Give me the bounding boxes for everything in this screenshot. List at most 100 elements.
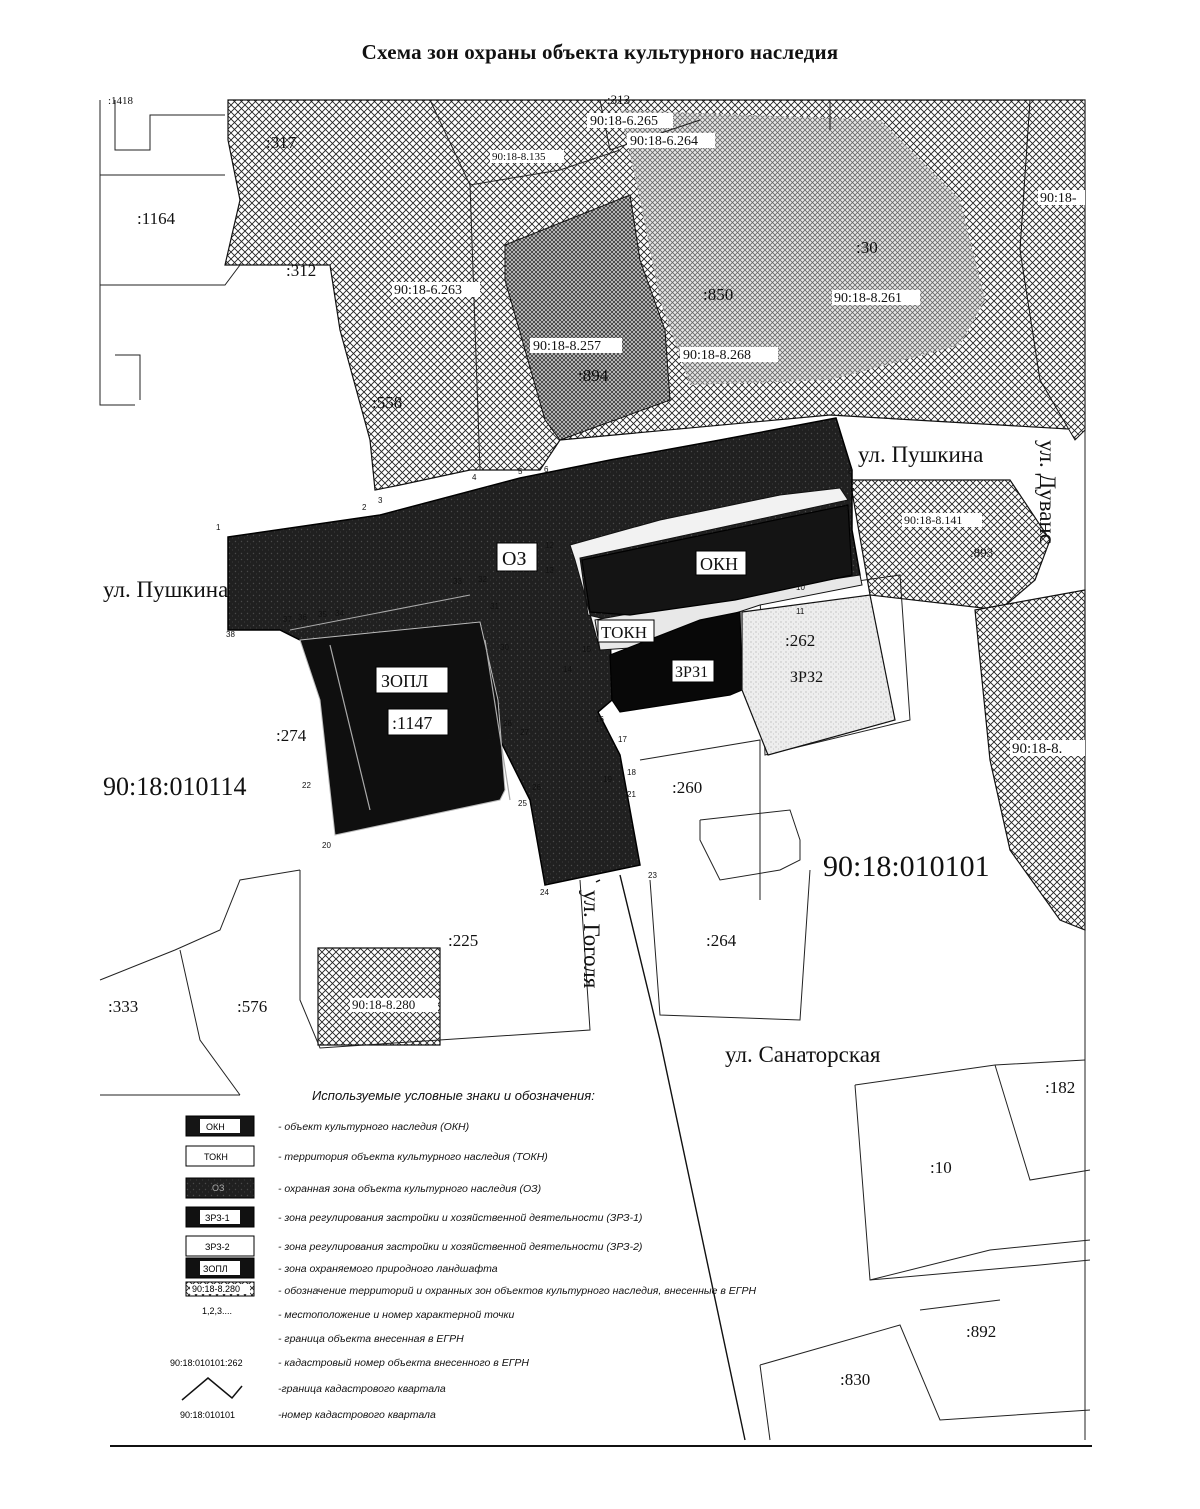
registry-8261: 90:18-8.261 <box>834 291 902 306</box>
zone-label-zrz1: ЗРЗ1 <box>675 664 708 681</box>
zone-label-okn: ОКН <box>700 554 738 574</box>
parcel-1164: :1164 <box>137 209 176 228</box>
point-label: 27 <box>520 728 529 737</box>
parcel-274: :274 <box>276 726 307 745</box>
quarter-east: 90:18:010101 <box>823 850 990 883</box>
parcel-850 <box>504 194 671 441</box>
registry-8141: 90:18-8.141 <box>904 513 962 527</box>
legend-swatch-quarter-number: 90:18:010101 <box>180 1410 235 1420</box>
street-pushkina-west: ул. Пушкина <box>103 577 228 602</box>
point-label: 7 <box>850 487 855 496</box>
svg-text:ЗОПЛ: ЗОПЛ <box>203 1264 228 1274</box>
point-label: 28 <box>503 719 512 728</box>
parcel-333: :333 <box>108 997 138 1016</box>
parcel-8280 <box>317 947 441 1046</box>
zone-label-oz: ОЗ <box>502 548 526 570</box>
parcel-317: :317 <box>266 133 297 152</box>
point-label: 36 <box>298 613 307 622</box>
legend-text-okn: - объект культурного наследия (ОКН) <box>278 1121 469 1133</box>
parcel-312: :312 <box>286 261 316 280</box>
point-label: 14 <box>563 665 572 674</box>
svg-text:ОЗ: ОЗ <box>212 1183 224 1193</box>
zone-zrz2 <box>741 594 896 756</box>
parcel-1418: :1418 <box>108 95 134 107</box>
point-label: 13 <box>545 566 554 575</box>
parcel-30: :30 <box>856 238 878 257</box>
point-label: 21 <box>627 790 636 799</box>
parcel-1147: :1147 <box>392 713 432 733</box>
point-label: 24 <box>540 888 549 897</box>
legend-text-egrn: - обозначение территорий и охранных зон … <box>278 1285 756 1297</box>
quarter-labels: 90:18:010114 90:18:010101 <box>103 772 990 883</box>
parcel-313: :313 <box>607 92 630 107</box>
point-label: 25 <box>518 799 527 808</box>
point-label: 16 <box>595 715 604 724</box>
legend-text-quarter-boundary: -граница кадастрового квартала <box>278 1383 446 1395</box>
zone-labels: ОЗ ОКН ТОКН ЗРЗ1 ЗРЗ2 ЗОПЛ :1147 <box>375 542 823 736</box>
parcel-576: :576 <box>237 997 267 1016</box>
parcel-894: :894 <box>578 366 609 385</box>
point-label: 34 <box>335 609 344 618</box>
parcel-labels: :1418 :313 :317 :1164 :312 :558 :30 :850… <box>108 92 1075 1389</box>
registry-18e: 90:18- <box>1040 191 1077 206</box>
quarter-west: 90:18:010114 <box>103 772 246 801</box>
legend-text-quarter-number: -номер кадастрового квартала <box>278 1409 436 1421</box>
registry-8268: 90:18-8.268 <box>683 348 751 363</box>
point-label: 29 <box>488 733 497 742</box>
parcel-10: :10 <box>930 1158 952 1177</box>
point-label: 22 <box>302 781 311 790</box>
registry-8135: 90:18-8.135 <box>492 151 546 163</box>
parcel-182: :182 <box>1045 1078 1075 1097</box>
point-label: 20 <box>322 841 331 850</box>
legend-text-zopl: - зона охраняемого природного ландшафта <box>278 1263 498 1275</box>
svg-text:ТОКН: ТОКН <box>204 1152 228 1162</box>
point-label: 31 <box>490 602 499 611</box>
street-pushkina-east: ул. Пушкина <box>858 442 983 467</box>
parcel-225: :225 <box>448 931 478 950</box>
street-labels: ул. Пушкина ул. Пушкина ул. Санаторская … <box>103 440 1060 1067</box>
zone-label-tokn: ТОКН <box>601 623 647 642</box>
legend-text-zrz1: - зона регулирования застройки и хозяйст… <box>278 1212 642 1224</box>
legend-text-points: - местоположение и номер характерной точ… <box>278 1309 514 1321</box>
point-label: 11 <box>796 607 805 616</box>
point-label: 8 <box>848 467 853 476</box>
point-label: 15 <box>582 645 591 654</box>
point-label: 35 <box>318 610 327 619</box>
point-label: 10 <box>796 583 805 592</box>
point-label: 32 <box>478 575 487 584</box>
parcel-558: :558 <box>372 393 402 412</box>
point-label: 12 <box>545 541 554 550</box>
registry-6265: 90:18-6.265 <box>590 114 658 129</box>
legend-swatch-cadastral: 90:18:010101:262 <box>170 1358 243 1368</box>
street-gogolya: ул. Гоголя <box>579 890 604 989</box>
point-label: 9 <box>845 503 850 512</box>
legend: Используемые условные знаки и обозначени… <box>170 1088 756 1421</box>
point-label: 6 <box>544 465 549 474</box>
point-label: 33 <box>453 577 462 586</box>
registry-8280: 90:18-8.280 <box>352 997 415 1012</box>
registry-6263: 90:18-6.263 <box>394 283 462 298</box>
parcel-264: :264 <box>706 931 737 950</box>
street-duvan: ул. Дуванс <box>1035 440 1060 544</box>
legend-text-oz: - охранная зона объекта культурного насл… <box>278 1183 541 1195</box>
legend-swatch-zrz2 <box>185 1235 255 1257</box>
svg-text:ЗРЗ-1: ЗРЗ-1 <box>205 1213 230 1223</box>
point-label: 19 <box>603 775 612 784</box>
point-label: 18 <box>627 768 636 777</box>
characteristic-points: 1 2 3 4 5 6 7 8 9 10 11 12 13 14 15 16 1… <box>216 465 855 897</box>
svg-text:ОКН: ОКН <box>206 1122 225 1132</box>
parcel-east-long <box>974 589 1086 931</box>
point-label: 1 <box>216 523 221 532</box>
parcel-262: :262 <box>785 631 815 650</box>
point-label: 3 <box>378 496 383 505</box>
point-label: 38 <box>226 630 235 639</box>
legend-text-boundary: - граница объекта внесенная в ЕГРН <box>278 1333 464 1345</box>
registry-6264: 90:18-6.264 <box>630 134 698 149</box>
registry-8edge: 90:18-8. <box>1012 741 1062 757</box>
legend-title: Используемые условные знаки и обозначени… <box>312 1088 595 1103</box>
svg-text:ЗРЗ-2: ЗРЗ-2 <box>205 1242 230 1252</box>
map-title: Схема зон охраны объекта культурного нас… <box>361 40 839 64</box>
registry-8257: 90:18-8.257 <box>533 339 601 354</box>
legend-text-cadastral: - кадастровый номер объекта внесенного в… <box>278 1357 529 1369</box>
